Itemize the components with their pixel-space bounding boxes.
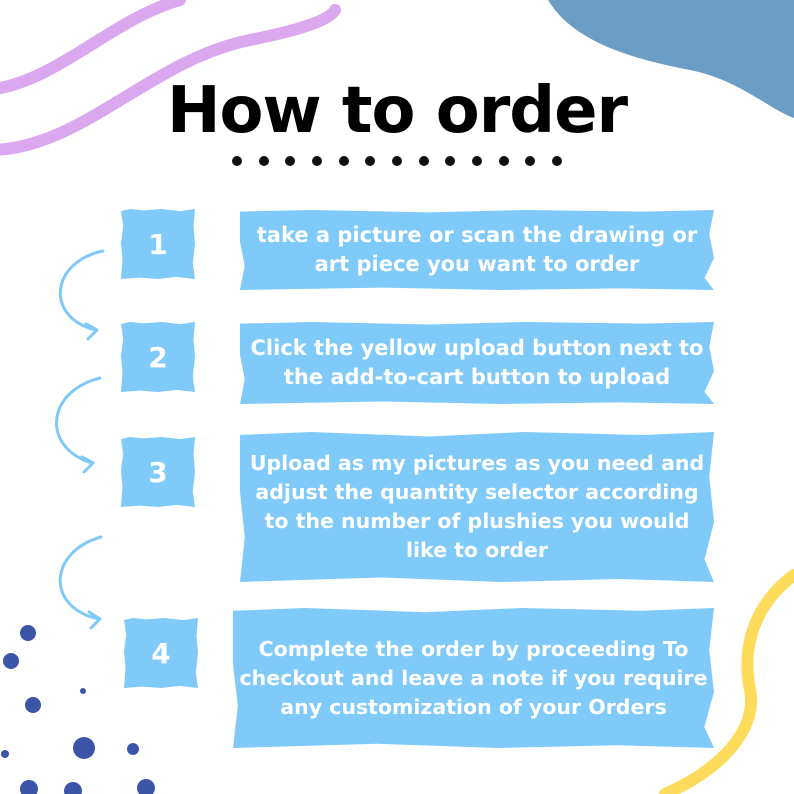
curved-arrow-icon [87, 610, 102, 630]
step-1-number-badge: 1 [121, 209, 195, 279]
purple-swirl-decoration [0, 0, 186, 95]
dotted-divider [232, 153, 562, 169]
step-2-box: Click the yellow upload button next to t… [240, 322, 714, 404]
step-1-box: take a picture or scan the drawing or ar… [240, 210, 714, 290]
step-text: Upload as my pictures as you need and ad… [249, 451, 705, 562]
purple-swirl-decoration [0, 4, 341, 156]
step-number: 3 [148, 455, 168, 489]
step-3-box: Upload as my pictures as you need and ad… [240, 432, 714, 582]
curved-arrow-icon [58, 535, 103, 621]
blue-blob-decoration [548, 0, 794, 118]
step-text: take a picture or scan the drawing or ar… [256, 223, 698, 276]
step-text: Click the yellow upload button next to t… [250, 336, 704, 389]
yellow-swirl-decoration [659, 569, 794, 794]
curved-arrow-icon [55, 376, 102, 465]
step-3-number-badge: 3 [121, 437, 195, 507]
page-title: How to order [166, 74, 628, 148]
step-number: 2 [148, 340, 168, 374]
navy-dots-decoration [1, 625, 155, 794]
curved-arrow-icon [58, 249, 105, 332]
step-4-box: Complete the order by proceeding To chec… [233, 608, 714, 748]
step-text: Complete the order by proceeding To chec… [239, 636, 708, 719]
step-4-number-badge: 4 [124, 618, 198, 688]
step-number: 1 [148, 227, 168, 261]
step-number: 4 [151, 636, 171, 670]
curved-arrow-icon [84, 322, 99, 341]
curved-arrow-icon [80, 455, 95, 474]
step-2-number-badge: 2 [121, 322, 195, 392]
